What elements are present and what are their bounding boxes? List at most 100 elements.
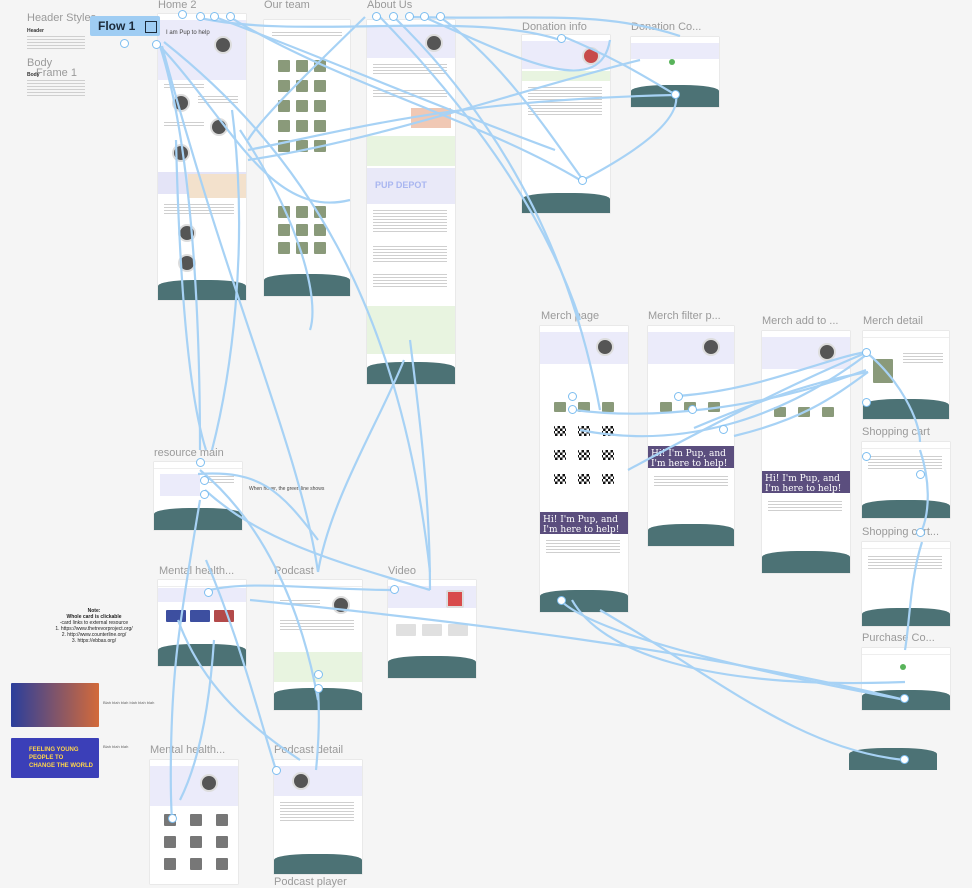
connector-handle[interactable] [168,814,177,823]
note-title: Note: [87,608,101,614]
frame-label-mental-health-2[interactable]: Mental health... [150,744,226,756]
frame-label-podcast-detail[interactable]: Podcast detail [274,744,344,756]
frame-resource-main[interactable] [154,462,242,530]
frame-footer-component[interactable] [849,748,937,770]
note-link-2[interactable]: 2. http://www.counterline.org/ [61,632,127,638]
connector-handle[interactable] [671,90,680,99]
frame-label-resource-main[interactable]: resource main [154,447,224,459]
connector-handle[interactable] [900,755,909,764]
connector-handle[interactable] [372,12,381,21]
frame-label-about-us[interactable]: About Us [367,0,413,11]
frame-shopping-cart-2[interactable] [862,542,950,626]
connector-handle[interactable] [200,490,209,499]
connector-handle[interactable] [688,405,697,414]
frame-label-merch-detail[interactable]: Merch detail [863,315,923,327]
connector-handle[interactable] [272,766,281,775]
connector-handle[interactable] [557,596,566,605]
merch-chat-banner: Hi! I'm Pup, and I'm here to help! [540,512,628,535]
video-thumbnail-2[interactable]: FEELING YOUNG PEOPLE TO CHANGE THE WORLD [11,738,99,778]
connector-handle[interactable] [420,12,429,21]
about-banner-text: PUP DEPOT [375,180,427,190]
video-thumbnail-1[interactable] [11,683,99,727]
connector-handle[interactable] [557,34,566,43]
connector-handle[interactable] [196,12,205,21]
frame-label-our-team[interactable]: Our team [264,0,310,11]
connector-handle[interactable] [200,476,209,485]
check-icon [669,59,675,65]
frame-label-frame-1[interactable]: Frame 1 [36,67,77,79]
pup-mascot-icon [200,774,218,792]
frame-label-shopping-cart-2[interactable]: Shopping cart... [862,526,940,538]
frame-label-shopping-cart[interactable]: Shopping cart [862,426,930,438]
pup-mascot-icon [425,34,443,52]
frame-video[interactable] [388,580,476,678]
connector-handle[interactable] [916,528,925,537]
frame-label-podcast[interactable]: Podcast [274,565,314,577]
frame-label-video[interactable]: Video [388,565,416,577]
connector-handle[interactable] [674,392,683,401]
frame-label-podcast-player[interactable]: Podcast player [274,876,347,888]
video-caption-2: Blah blah blah [103,744,129,749]
play-icon[interactable] [144,20,157,33]
connector-handle[interactable] [178,10,187,19]
connector-handle[interactable] [314,670,323,679]
pup-mascot-icon [702,338,720,356]
frame-merch-add[interactable]: Hi! I'm Pup, and I'm here to help! [762,331,850,573]
connector-handle[interactable] [152,40,161,49]
frame-merch-detail[interactable] [863,331,949,419]
frame-our-team[interactable] [264,20,350,296]
connector-handle[interactable] [196,458,205,467]
mental-health-grid [164,814,228,870]
connector-handle[interactable] [578,176,587,185]
frame-podcast-detail[interactable] [274,760,362,874]
frame-home-2[interactable]: I am Pup to help [158,14,246,300]
frame-mental-health-1[interactable] [158,580,246,666]
frame-label-mental-health-1[interactable]: Mental health... [159,565,235,577]
connector-handle[interactable] [436,12,445,21]
video-thumb-2-line2: CHANGE THE WORLD [29,763,93,769]
frame-label-donation-complete[interactable]: Donation Co... [631,21,702,33]
connector-handle[interactable] [120,39,129,48]
note-link-1[interactable]: 1. https://www.thetrevorproject.org/ [55,626,133,632]
frame-label-purchase-complete[interactable]: Purchase Co... [862,632,935,644]
frame-merch-page[interactable]: Hi! I'm Pup, and I'm here to help! [540,326,628,612]
flow-start-chip[interactable]: Flow 1 [90,16,160,36]
connector-handle[interactable] [405,12,414,21]
frame-label-home-2[interactable]: Home 2 [158,0,197,11]
connector-handle[interactable] [390,585,399,594]
pup-mascot-icon [172,144,190,162]
frame-label-merch-add[interactable]: Merch add to ... [762,315,839,327]
frame-label-body[interactable]: Body [27,57,53,69]
pup-mascot-icon [178,254,196,272]
connector-handle[interactable] [389,12,398,21]
connector-handle[interactable] [568,405,577,414]
frame-shopping-cart[interactable] [862,442,950,518]
connector-handle[interactable] [568,392,577,401]
frame-label-merch-filter[interactable]: Merch filter p... [648,310,721,322]
frame-label-merch-page[interactable]: Merch page [541,310,600,322]
note-link-3[interactable]: 3. https://ebbas.org/ [71,638,117,644]
connector-handle[interactable] [204,588,213,597]
merch-product-grid [554,402,614,484]
connector-handle[interactable] [862,452,871,461]
connector-handle[interactable] [314,684,323,693]
frame-label-header-styles[interactable]: Header Styles [27,12,97,24]
connector-handle[interactable] [226,12,235,21]
flow-label: Flow 1 [98,19,136,33]
connector-handle[interactable] [900,694,909,703]
pup-mascot-icon [178,224,196,242]
styles-body-title: Body [27,72,40,78]
frame-about-us[interactable]: PUP DEPOT [367,20,455,384]
connector-handle[interactable] [719,425,728,434]
check-icon [900,664,906,670]
connector-handle[interactable] [210,12,219,21]
frame-mental-health-2[interactable] [150,760,238,884]
frame-donation-info[interactable] [522,35,610,213]
connector-handle[interactable] [862,398,871,407]
connector-handle[interactable] [916,470,925,479]
frame-label-donation-info[interactable]: Donation info [522,21,587,33]
connector-handle[interactable] [862,348,871,357]
frame-merch-filter[interactable]: Hi! I'm Pup, and I'm here to help! [648,326,734,546]
video-caption-1: Blah blah blah blah blah blah [103,700,155,705]
